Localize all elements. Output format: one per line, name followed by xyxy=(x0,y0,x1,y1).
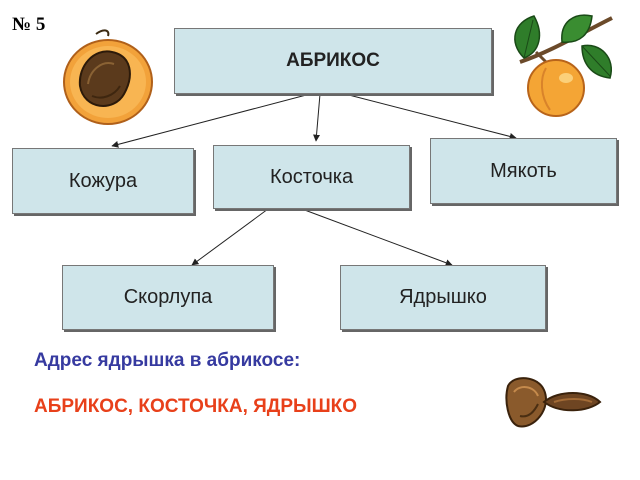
address-caption: Адрес ядрышка в абрикосе: xyxy=(34,350,301,371)
apricot-branch-icon xyxy=(514,14,613,117)
node-skin: Кожура xyxy=(12,148,194,214)
address-path: АБРИКОС, КОСТОЧКА, ЯДРЫШКО xyxy=(34,396,358,417)
node-shell: Скорлупа xyxy=(62,265,274,330)
node-kernel: Ядрышко xyxy=(340,265,546,330)
apricot-half-icon xyxy=(63,29,153,125)
root-node: АБРИКОС xyxy=(174,28,492,94)
node-pulp: Мякоть xyxy=(430,138,617,204)
slide-number: № 5 xyxy=(12,14,46,35)
opened-pit-icon xyxy=(505,377,602,428)
node-pit: Косточка xyxy=(213,145,410,209)
